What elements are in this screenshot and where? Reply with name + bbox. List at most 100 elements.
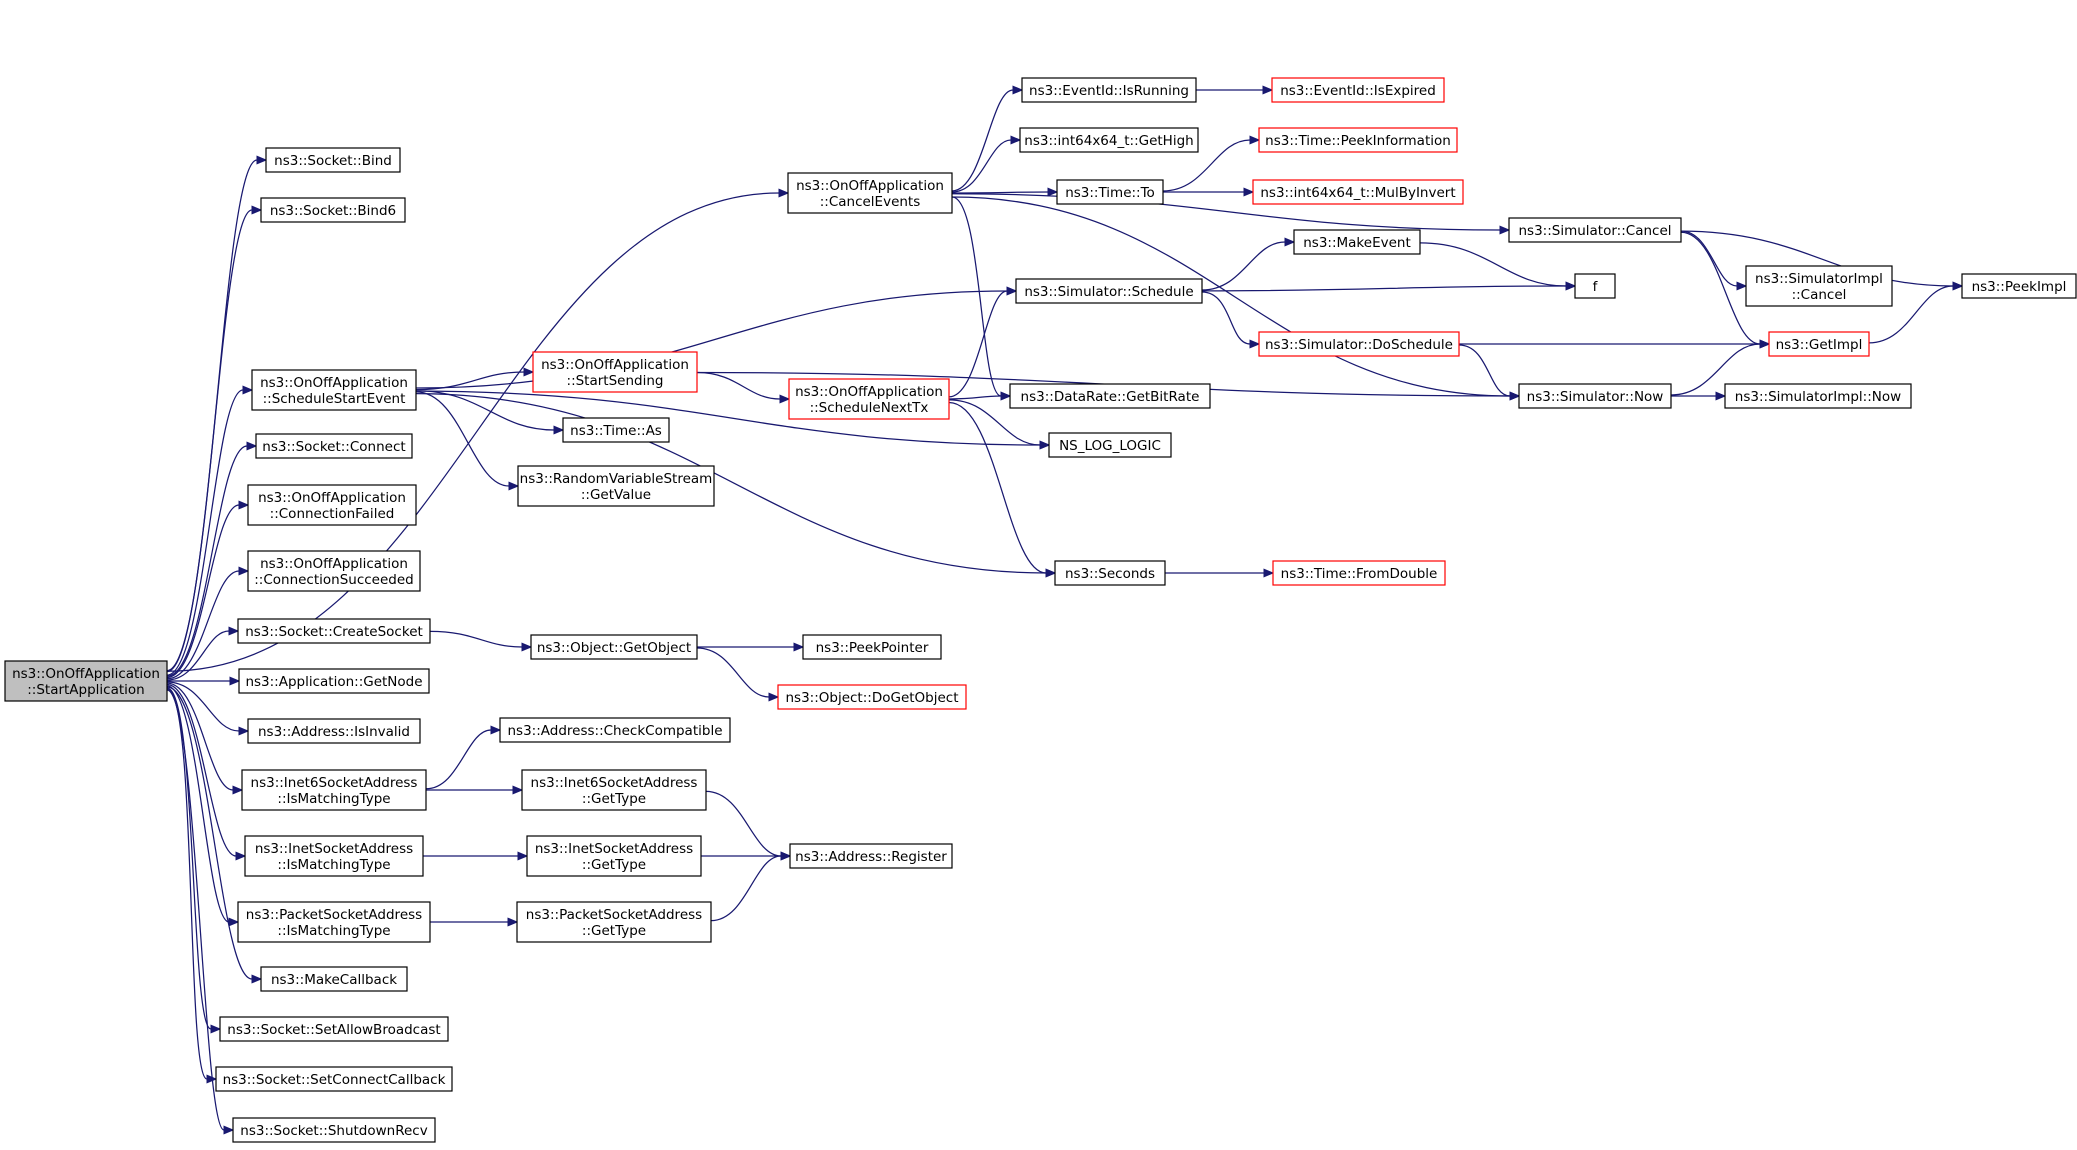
node-connSucceeded[interactable]: ns3::OnOffApplication::ConnectionSucceed… bbox=[247, 550, 421, 592]
node-simCancel[interactable]: ns3::Simulator::Cancel bbox=[1508, 217, 1682, 243]
edge-inet6GetType-to-addrRegister bbox=[705, 790, 792, 861]
edge-packetMatch-to-packetGetType bbox=[430, 917, 519, 927]
node-getImpl[interactable]: ns3::GetImpl bbox=[1768, 331, 1870, 357]
node-createSocket[interactable]: ns3::Socket::CreateSocket bbox=[237, 618, 431, 644]
node-box bbox=[1019, 127, 1199, 153]
node-setAllowBroadcast[interactable]: ns3::Socket::SetAllowBroadcast bbox=[219, 1016, 449, 1042]
edge-scheduleNextTx-to-dataRateGetBitRate bbox=[948, 391, 1012, 401]
node-label: ns3::PeekImpl bbox=[1972, 279, 2067, 295]
node-box bbox=[530, 634, 698, 660]
node-eventIsExpired[interactable]: ns3::EventId::IsExpired bbox=[1271, 77, 1445, 103]
node-label: ns3::Address::IsInvalid bbox=[258, 724, 410, 740]
node-bind6[interactable]: ns3::Socket::Bind6 bbox=[260, 197, 406, 223]
node-label: ns3::SimulatorImpl bbox=[1755, 271, 1883, 287]
nodes-layer: ns3::OnOffApplication::StartApplicationn… bbox=[4, 77, 2077, 1143]
node-simNow[interactable]: ns3::Simulator::Now bbox=[1518, 383, 1672, 409]
node-shutdownRecv[interactable]: ns3::Socket::ShutdownRecv bbox=[232, 1117, 436, 1143]
node-label: ::ConnectionSucceeded bbox=[254, 572, 414, 588]
node-scheduleStartEvent[interactable]: ns3::OnOffApplication::ScheduleStartEven… bbox=[251, 369, 417, 411]
node-dataRateGetBitRate[interactable]: ns3::DataRate::GetBitRate bbox=[1009, 383, 1211, 409]
edge-root-to-inetMatch bbox=[166, 683, 247, 861]
node-int64GetHigh[interactable]: ns3::int64x64_t::GetHigh bbox=[1019, 127, 1199, 153]
node-makeEvent[interactable]: ns3::MakeEvent bbox=[1293, 229, 1421, 255]
node-simImplNow[interactable]: ns3::SimulatorImpl::Now bbox=[1724, 383, 1912, 409]
node-label: ::CancelEvents bbox=[820, 194, 921, 210]
node-peekPointer[interactable]: ns3::PeekPointer bbox=[802, 634, 942, 660]
node-box bbox=[1009, 383, 1211, 409]
node-int64MulByInvert[interactable]: ns3::int64x64_t::MulByInvert bbox=[1252, 179, 1464, 205]
node-nsLogLogic[interactable]: NS_LOG_LOGIC bbox=[1048, 432, 1172, 458]
edge-simCancel-to-simImplCancel bbox=[1680, 230, 1748, 291]
node-makeCallback[interactable]: ns3::MakeCallback bbox=[260, 966, 408, 992]
node-rvsGetValue[interactable]: ns3::RandomVariableStream::GetValue bbox=[517, 465, 715, 507]
node-box bbox=[1293, 229, 1421, 255]
node-eventIsRunning[interactable]: ns3::EventId::IsRunning bbox=[1021, 77, 1197, 103]
node-inetMatch[interactable]: ns3::InetSocketAddress::IsMatchingType bbox=[244, 835, 424, 877]
edge-scheduleStartEvent-to-rvsGetValue bbox=[415, 391, 520, 491]
node-box bbox=[237, 901, 431, 943]
node-scheduleNextTx[interactable]: ns3::OnOffApplication::ScheduleNextTx bbox=[788, 378, 950, 420]
node-startSending[interactable]: ns3::OnOffApplication::StartSending bbox=[532, 351, 698, 393]
node-label: ns3::Time::To bbox=[1065, 185, 1155, 201]
node-label: ns3::OnOffApplication bbox=[258, 490, 406, 506]
node-simSchedule[interactable]: ns3::Simulator::Schedule bbox=[1015, 278, 1203, 304]
node-box bbox=[241, 769, 427, 811]
node-root[interactable]: ns3::OnOffApplication::StartApplication bbox=[4, 660, 168, 702]
node-box bbox=[247, 484, 417, 526]
edge-root-to-connFailed bbox=[166, 500, 250, 679]
node-timePeekInfo[interactable]: ns3::Time::PeekInformation bbox=[1258, 127, 1458, 153]
node-getNode[interactable]: ns3::Application::GetNode bbox=[238, 668, 430, 694]
node-label: ns3::GetImpl bbox=[1776, 337, 1863, 353]
edge-timeTo-to-int64MulByInvert bbox=[1162, 187, 1255, 197]
node-label: ns3::SimulatorImpl::Now bbox=[1735, 389, 1901, 405]
node-simImplCancel[interactable]: ns3::SimulatorImpl::Cancel bbox=[1745, 265, 1893, 307]
node-addrCheckCompat[interactable]: ns3::Address::CheckCompatible bbox=[499, 717, 731, 743]
node-box bbox=[1518, 383, 1672, 409]
node-label: ::ConnectionFailed bbox=[270, 506, 395, 522]
node-bind[interactable]: ns3::Socket::Bind bbox=[265, 147, 401, 173]
edge-simSchedule-to-simDoSchedule bbox=[1201, 291, 1261, 349]
node-connFailed[interactable]: ns3::OnOffApplication::ConnectionFailed bbox=[247, 484, 417, 526]
node-label: ns3::Application::GetNode bbox=[245, 674, 422, 690]
edge-cancelEvents-to-int64GetHigh bbox=[951, 135, 1022, 193]
node-box bbox=[232, 1117, 436, 1143]
node-doGetObject[interactable]: ns3::Object::DoGetObject bbox=[777, 684, 967, 710]
node-box bbox=[1054, 560, 1166, 586]
node-timeFromDouble[interactable]: ns3::Time::FromDouble bbox=[1272, 560, 1446, 586]
node-label: ::IsMatchingType bbox=[277, 857, 390, 873]
node-addrIsInvalid[interactable]: ns3::Address::IsInvalid bbox=[247, 718, 421, 744]
node-label: ns3::DataRate::GetBitRate bbox=[1021, 389, 1200, 405]
node-box bbox=[265, 147, 401, 173]
node-label: ns3::PeekPointer bbox=[816, 640, 929, 656]
node-packetGetType[interactable]: ns3::PacketSocketAddress::GetType bbox=[516, 901, 712, 943]
node-addrRegister[interactable]: ns3::Address::Register bbox=[789, 843, 953, 869]
node-box bbox=[1508, 217, 1682, 243]
node-f[interactable]: f bbox=[1574, 273, 1616, 299]
node-box bbox=[802, 634, 942, 660]
node-inet6GetType[interactable]: ns3::Inet6SocketAddress::GetType bbox=[521, 769, 707, 811]
node-simDoSchedule[interactable]: ns3::Simulator::DoSchedule bbox=[1258, 331, 1460, 357]
node-timeAs[interactable]: ns3::Time::As bbox=[562, 417, 670, 443]
edge-root-to-addrIsInvalid bbox=[166, 681, 250, 736]
node-box bbox=[517, 465, 715, 507]
edge-packetGetType-to-addrRegister bbox=[710, 851, 792, 922]
node-inetGetType[interactable]: ns3::InetSocketAddress::GetType bbox=[526, 835, 702, 877]
node-connect[interactable]: ns3::Socket::Connect bbox=[255, 433, 413, 459]
node-label: ::GetValue bbox=[581, 487, 651, 503]
node-box bbox=[1252, 179, 1464, 205]
node-packetMatch[interactable]: ns3::PacketSocketAddress::IsMatchingType bbox=[237, 901, 431, 943]
edge-simSchedule-to-f bbox=[1201, 281, 1577, 292]
node-box bbox=[255, 433, 413, 459]
node-inet6Match[interactable]: ns3::Inet6SocketAddress::IsMatchingType bbox=[241, 769, 427, 811]
node-label: ns3::Socket::SetConnectCallback bbox=[223, 1072, 446, 1088]
node-seconds[interactable]: ns3::Seconds bbox=[1054, 560, 1166, 586]
node-timeTo[interactable]: ns3::Time::To bbox=[1056, 179, 1164, 205]
node-getObject[interactable]: ns3::Object::GetObject bbox=[530, 634, 698, 660]
edge-root-to-scheduleStartEvent bbox=[166, 385, 254, 676]
edge-root-to-cancelEvents bbox=[166, 188, 790, 672]
node-cancelEvents[interactable]: ns3::OnOffApplication::CancelEvents bbox=[787, 172, 953, 214]
node-box bbox=[562, 417, 670, 443]
node-setConnectCallback[interactable]: ns3::Socket::SetConnectCallback bbox=[215, 1066, 453, 1092]
edge-startSending-to-scheduleNextTx bbox=[696, 371, 791, 404]
node-peekImpl[interactable]: ns3::PeekImpl bbox=[1961, 273, 2077, 299]
